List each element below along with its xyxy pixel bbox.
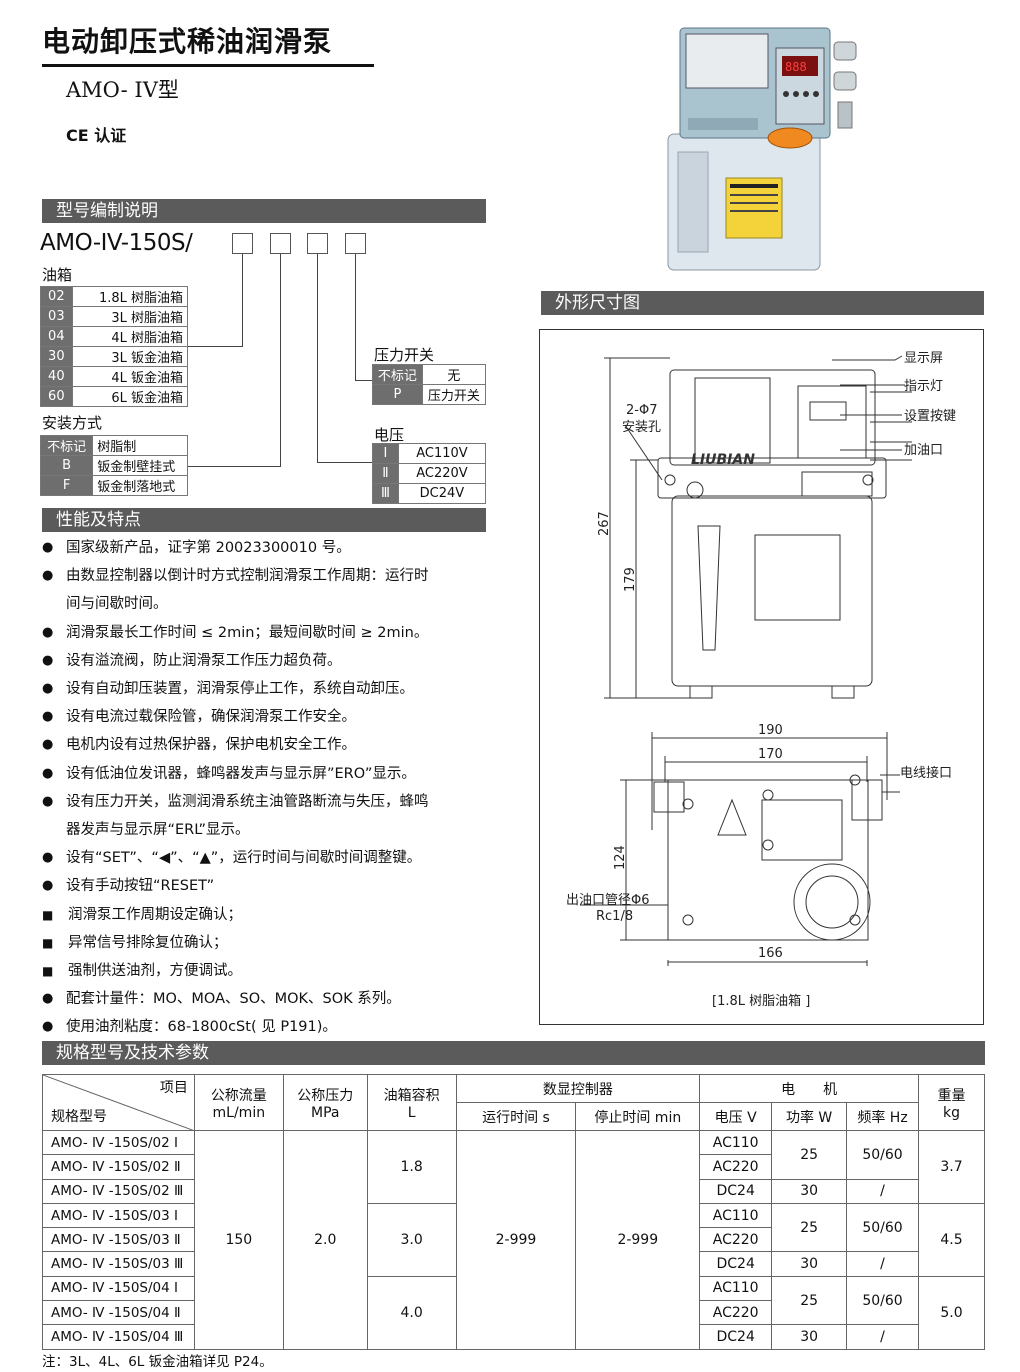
feature-item: 电机内设有过热保护器，保护电机安全工作。 (42, 731, 502, 759)
mount-label: 安装方式 (42, 414, 103, 432)
feature-item: 设有压力开关，监测润滑系统主油管路断流与失压，蜂鸣 (42, 788, 502, 816)
mount-holes-spec: 2-Φ7 (626, 403, 657, 418)
section-header-dimensions: 外形尺寸图 (541, 291, 984, 315)
title-underline (42, 64, 374, 67)
section-header-specs: 规格型号及技术参数 (42, 1041, 985, 1065)
feature-item: 设有“SET”、“◀”、“▲”，运行时间与间歇时间调整键。 (42, 844, 502, 872)
outlet-thread: Rc1/8 (596, 909, 633, 924)
features-list: 国家级新产品，证字第 20023300010 号。由数显控制器以倒计时方式控制润… (42, 534, 502, 1042)
voltage-label: 电压 (374, 426, 405, 444)
feature-item: 设有自动卸压装置，润滑泵停止工作，系统自动卸压。 (42, 675, 502, 703)
drawing-caption: [1.8L 树脂油箱 ] (712, 993, 810, 1009)
mount-option-row: 不标记树脂制 (39, 435, 188, 456)
feature-item: 配套计量件：MO、MOA、SO、MOK、SOK 系列。 (42, 985, 502, 1013)
svg-text:888: 888 (785, 60, 807, 74)
code-slot-mount (270, 233, 291, 254)
callout-buttons: 设置按键 (904, 409, 956, 424)
header-diagonal-cell: 项目 规格型号 (42, 1074, 195, 1131)
feature-item: 设有手动按钮“RESET” (42, 872, 502, 900)
mount-holes-label: 安装孔 (622, 420, 661, 435)
brand-label: LIUBIAN (691, 452, 755, 468)
table-row: AMO- Ⅳ -150S/04 Ⅰ 4.0 AC110 25 50/60 5.0 (42, 1275, 986, 1350)
tank-label: 油箱 (42, 266, 73, 284)
footnote: 注：3L、4L、6L 钣金油箱详见 P24。 (42, 1354, 273, 1370)
feature-item: 强制供送油剂，方便调试。 (42, 957, 502, 985)
dimension-drawing: LIUBIAN 显示屏 指示灯 设置按键 加油口 电线接口 2-Φ7 安装孔 出… (566, 351, 956, 1009)
outlet-label: 出油口管径Φ6 (566, 893, 650, 908)
certification: CE 认证 (66, 126, 127, 145)
feature-item: 器发声与显示屏“ERL”显示。 (66, 822, 250, 839)
code-slot-switch (345, 233, 366, 254)
table-row: AMO- Ⅳ -150S/02 Ⅰ 150 2.0 1.8 2-999 2-99… (42, 1129, 986, 1350)
callout-fill-port: 加油口 (904, 443, 943, 458)
feature-item: 润滑泵最长工作时间 ≤ 2min；最短间歇时间 ≥ 2min。 (42, 619, 502, 647)
feature-item: 国家级新产品，证字第 20023300010 号。 (42, 534, 502, 562)
dimension-drawing-frame (539, 329, 984, 1025)
feature-item: 由数显控制器以倒计时方式控制润滑泵工作周期：运行时 (42, 562, 502, 590)
feature-item: 间与间歇时间。 (66, 596, 168, 613)
dim-190: 190 (758, 723, 783, 738)
product-photo: 888 (667, 27, 857, 271)
callout-display: 显示屏 (904, 351, 943, 366)
callout-indicator: 指示灯 (904, 379, 943, 394)
callout-cable: 电线接口 (900, 765, 952, 781)
feature-item: 设有溢流阀，防止润滑泵工作压力超负荷。 (42, 647, 502, 675)
dim-267: 267 (597, 511, 612, 536)
switch-option-row: 不标记无 (372, 364, 487, 385)
dim-166: 166 (758, 946, 783, 961)
feature-item: 异常信号排除复位确认； (42, 929, 502, 957)
page-title: 电动卸压式稀油润滑泵 (42, 25, 333, 58)
feature-item: 设有电流过载保险管，确保润滑泵工作安全。 (42, 703, 502, 731)
feature-item: 设有低油位发讯器，蜂鸣器发声与显示屏”ERO”显示。 (42, 760, 502, 788)
feature-item: 使用油剂粘度：68-1800cSt( 见 P191)。 (42, 1013, 502, 1041)
section-header-coding: 型号编制说明 (42, 199, 486, 223)
dim-124: 124 (613, 845, 628, 870)
code-slot-tank (232, 233, 253, 254)
model-code: AMO-IV-150S/ (40, 230, 193, 256)
dim-170: 170 (758, 747, 783, 762)
feature-item: 润滑泵工作周期设定确认； (42, 901, 502, 929)
pressure-switch-label: 压力开关 (374, 346, 435, 364)
dim-179: 179 (623, 567, 638, 592)
model-name: AMO- IV型 (66, 78, 179, 102)
table-row: AMO- Ⅳ -150S/03 Ⅰ 3.0 AC110 25 50/60 4.5 (42, 1202, 986, 1277)
section-header-features: 性能及特点 (42, 508, 486, 532)
code-slot-voltage (307, 233, 328, 254)
